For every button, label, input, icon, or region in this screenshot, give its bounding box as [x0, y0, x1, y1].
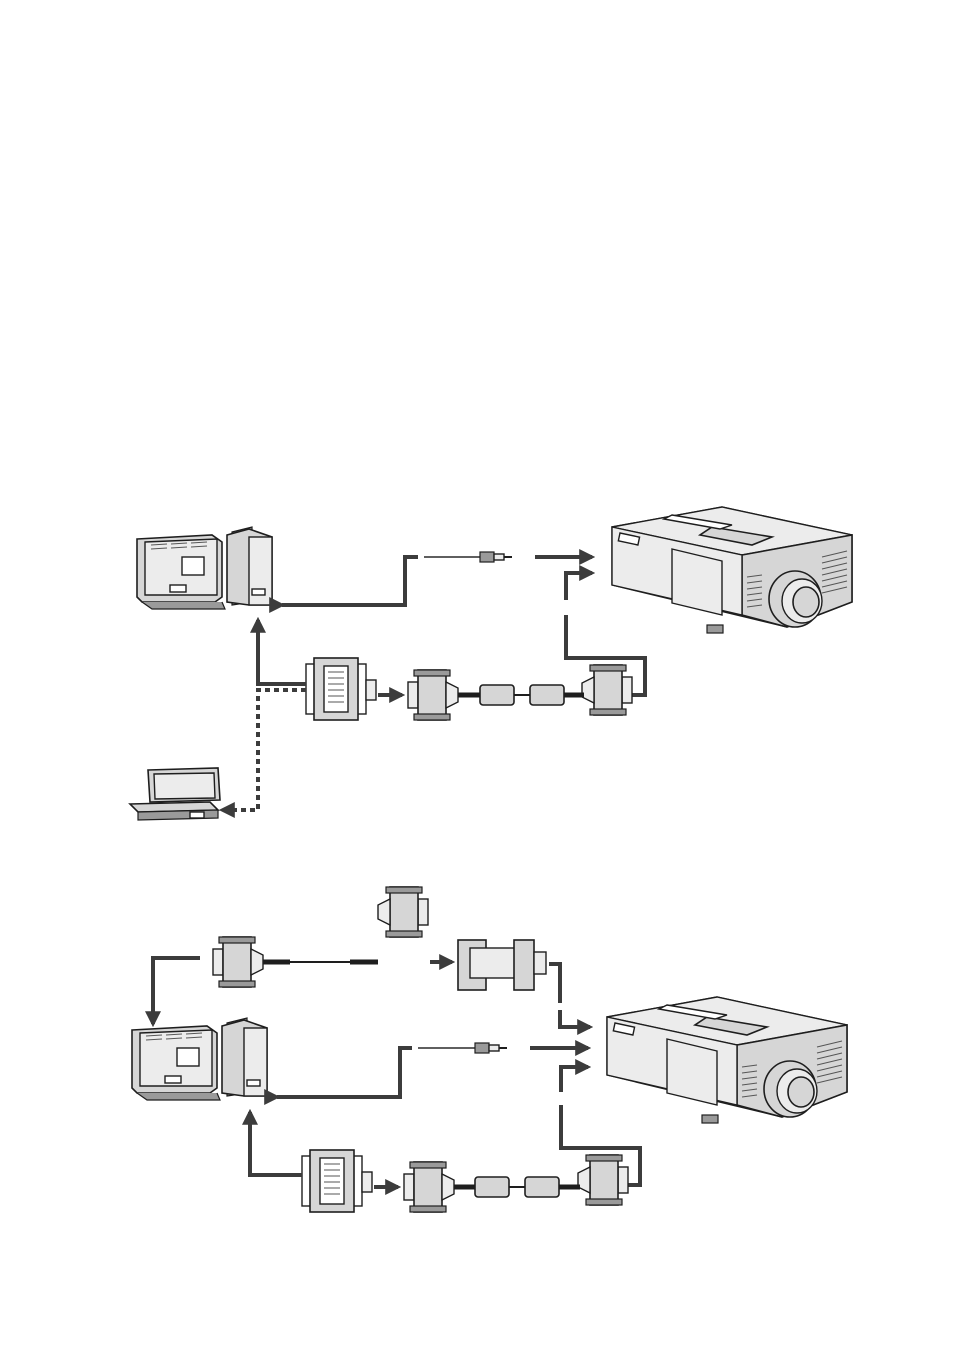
audio-cable-top: [282, 552, 592, 605]
adapter-icon: [306, 658, 376, 720]
ferrite-core-icon: [475, 1177, 509, 1197]
audio-cable-bottom: [277, 1043, 588, 1097]
computer-adapter-bottom: [250, 1112, 398, 1212]
dsub-connector-icon: [404, 1162, 454, 1212]
projector-bottom: [607, 997, 847, 1123]
figure-top: [130, 507, 852, 820]
control-cable: [153, 887, 452, 1024]
audio-jack-icon: [480, 552, 512, 562]
ferrite-core-icon: [480, 685, 514, 705]
audio-jack-icon: [475, 1043, 507, 1053]
rgb-cable-top: [408, 573, 645, 720]
dsub-connector-icon: [408, 670, 458, 720]
ferrite-core-icon: [530, 685, 564, 705]
laptop-computer: [130, 768, 220, 820]
dsub-connector-icon: [582, 665, 632, 715]
ferrite-core-icon: [525, 1177, 559, 1197]
adapter-icon: [302, 1150, 372, 1212]
dsub-connector-icon: [378, 887, 428, 937]
computer-adapter-top: [222, 620, 402, 810]
serial-adapter: [458, 940, 590, 1027]
desktop-computer-top: [137, 527, 272, 609]
figure-bottom: [132, 887, 847, 1212]
desktop-computer-bottom: [132, 1018, 267, 1100]
dsub-connector-icon: [578, 1155, 628, 1205]
rgb-cable-bottom: [404, 1067, 640, 1212]
dsub-connector-icon: [213, 937, 263, 987]
projector-top: [612, 507, 852, 633]
